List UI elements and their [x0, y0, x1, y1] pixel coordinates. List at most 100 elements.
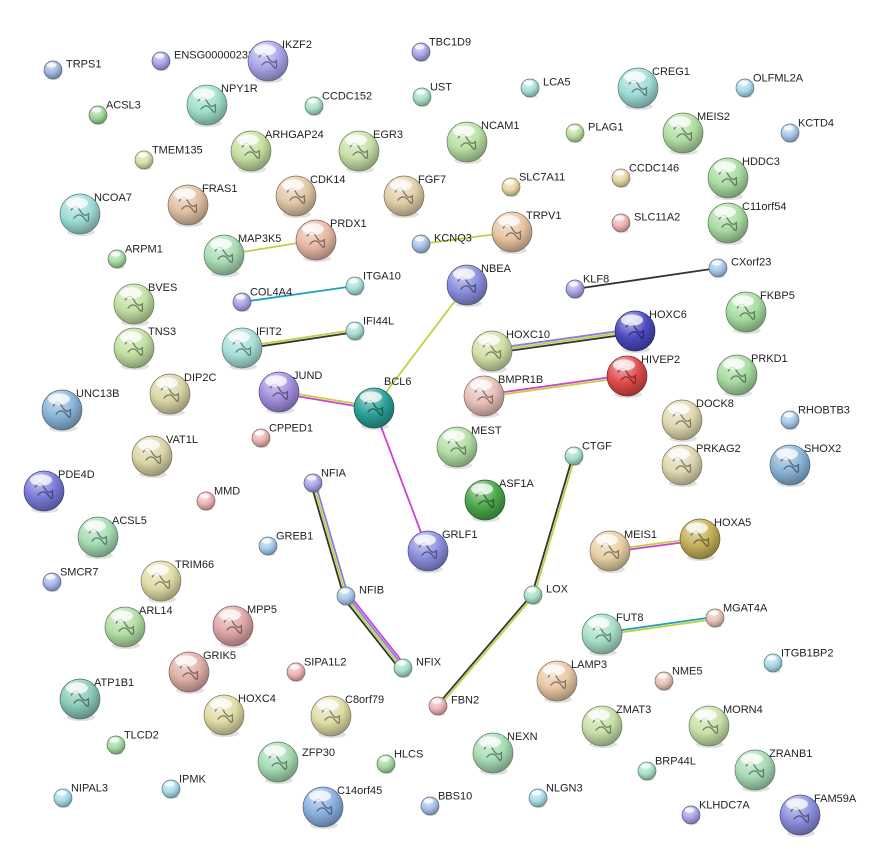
- node-FUT8[interactable]: FUT8: [581, 612, 644, 657]
- node-ITGA10[interactable]: ITGA10: [345, 271, 401, 296]
- node-NIPAL3[interactable]: NIPAL3: [53, 783, 108, 808]
- node-C8orf79[interactable]: C8orf79: [310, 694, 384, 739]
- node-SIPA1L2[interactable]: SIPA1L2: [286, 657, 347, 682]
- node-HOXC6[interactable]: HOXC6: [614, 309, 687, 353]
- node-C11orf54[interactable]: C11orf54: [707, 201, 786, 245]
- node-BBS10[interactable]: BBS10: [420, 791, 472, 816]
- node-UNC13B[interactable]: UNC13B: [41, 388, 119, 432]
- node-TLCD2[interactable]: TLCD2: [106, 730, 159, 755]
- node-KLHDC7A[interactable]: KLHDC7A: [681, 800, 750, 825]
- node-GRIK5[interactable]: GRIK5: [168, 650, 236, 695]
- node-MGAT4A[interactable]: MGAT4A: [705, 603, 768, 628]
- node-HDDC3[interactable]: HDDC3: [707, 156, 780, 200]
- edge-LOX-FBN2[interactable]: [436, 593, 535, 708]
- node-CCDC146[interactable]: CCDC146: [611, 163, 679, 188]
- node-FGF7[interactable]: FGF7: [383, 174, 446, 218]
- node-IFI44L[interactable]: IFI44L: [345, 316, 394, 341]
- node-CCDC152[interactable]: CCDC152: [304, 91, 372, 116]
- edge-BMPR1B-HIVEP2[interactable]: [482, 374, 629, 398]
- node-IFIT2[interactable]: IFIT2: [221, 326, 282, 370]
- node-DOCK8[interactable]: DOCK8: [661, 398, 734, 442]
- edge-NBEA-BCL6[interactable]: [373, 284, 468, 409]
- edge-KLF8-CXorf23[interactable]: [574, 267, 719, 290]
- node-NCAM1[interactable]: NCAM1: [446, 120, 520, 164]
- node-CREG1[interactable]: CREG1: [617, 66, 690, 110]
- node-NLGN3[interactable]: NLGN3: [528, 783, 583, 808]
- node-ARPM1[interactable]: ARPM1: [107, 244, 163, 269]
- node-PRKAG2[interactable]: PRKAG2: [661, 443, 741, 487]
- node-HOXC4[interactable]: HOXC4: [203, 693, 276, 738]
- node-NFIB[interactable]: NFIB: [336, 584, 384, 606]
- node-HLCS[interactable]: HLCS: [376, 749, 423, 774]
- node-LCA5[interactable]: LCA5: [520, 76, 571, 98]
- node-ENSG00000233297[interactable]: ENSG00000233297: [151, 49, 272, 71]
- node-CXorf23[interactable]: CXorf23: [708, 256, 771, 278]
- node-COL4A4[interactable]: COL4A4: [232, 287, 292, 312]
- node-UST[interactable]: UST: [412, 82, 452, 107]
- node-HIVEP2[interactable]: HIVEP2: [606, 354, 680, 398]
- node-JUND[interactable]: JUND: [258, 370, 322, 414]
- edge-BCL6-GRLF1[interactable]: [373, 407, 429, 552]
- node-C14orf45[interactable]: C14orf45: [302, 785, 382, 830]
- edge-HOXC10-HOXC6[interactable]: [490, 327, 637, 355]
- node-TMEM135[interactable]: TMEM135: [134, 145, 203, 170]
- node-CTGF[interactable]: CTGF: [564, 441, 612, 466]
- node-RHOBTB3[interactable]: RHOBTB3: [780, 405, 850, 430]
- node-IPMK[interactable]: IPMK: [161, 774, 207, 799]
- node-TBC1D9[interactable]: TBC1D9: [411, 37, 471, 62]
- node-ZFP30[interactable]: ZFP30: [257, 741, 335, 785]
- node-ITGB1BP2[interactable]: ITGB1BP2: [763, 648, 834, 673]
- node-NEXN[interactable]: NEXN: [472, 731, 538, 776]
- node-KLF8[interactable]: KLF8: [565, 274, 609, 299]
- edge-CTGF-LOX[interactable]: [531, 454, 576, 597]
- node-NME5[interactable]: NME5: [654, 666, 703, 691]
- node-ZMAT3[interactable]: ZMAT3: [581, 704, 651, 749]
- node-SHOX2[interactable]: SHOX2: [769, 443, 841, 487]
- edge-COL4A4-ITGA10[interactable]: [241, 285, 356, 303]
- node-TRIM66[interactable]: TRIM66: [140, 559, 214, 604]
- node-KCTD4[interactable]: KCTD4: [780, 118, 834, 143]
- node-FAM59A[interactable]: FAM59A: [779, 793, 857, 838]
- node-NCOA7[interactable]: NCOA7: [59, 192, 132, 236]
- node-ACSL5[interactable]: ACSL5: [77, 515, 147, 560]
- node-HOXA5[interactable]: HOXA5: [679, 517, 751, 562]
- node-BCL6[interactable]: BCL6: [353, 376, 412, 430]
- node-SMCR7[interactable]: SMCR7: [42, 567, 98, 592]
- node-BVES[interactable]: BVES: [113, 282, 177, 326]
- node-PDE4D[interactable]: PDE4D: [23, 469, 95, 513]
- node-ARL14[interactable]: ARL14: [104, 605, 173, 650]
- node-MAP3K5[interactable]: MAP3K5: [203, 233, 281, 277]
- node-DIP2C[interactable]: DIP2C: [149, 372, 216, 416]
- node-FBN2[interactable]: FBN2: [428, 694, 479, 716]
- node-FRAS1[interactable]: FRAS1: [167, 183, 237, 227]
- node-PLAG1[interactable]: PLAG1: [565, 121, 623, 143]
- edge-NFIB-NFIX[interactable]: [342, 593, 407, 671]
- node-CDK14[interactable]: CDK14: [275, 174, 345, 218]
- node-HOXC10[interactable]: HOXC10: [471, 329, 550, 373]
- node-NFIX[interactable]: NFIX: [393, 656, 442, 678]
- node-TNS3[interactable]: TNS3: [113, 326, 176, 370]
- node-MPP5[interactable]: MPP5: [212, 604, 277, 649]
- node-OLFML2A[interactable]: OLFML2A: [735, 73, 804, 98]
- node-ASF1A[interactable]: ASF1A: [464, 478, 535, 523]
- node-NPY1R[interactable]: NPY1R: [186, 83, 258, 127]
- node-SLC11A2[interactable]: SLC11A2: [611, 211, 680, 233]
- node-LAMP3[interactable]: LAMP3: [536, 659, 607, 704]
- node-KCNQ3[interactable]: KCNQ3: [411, 232, 472, 254]
- node-LOX[interactable]: LOX: [523, 583, 569, 605]
- node-VAT1L[interactable]: VAT1L: [131, 434, 198, 478]
- node-MEIS1[interactable]: MEIS1: [589, 529, 657, 574]
- node-BMPR1B[interactable]: BMPR1B: [463, 374, 543, 418]
- node-MEIS2[interactable]: MEIS2: [662, 111, 730, 155]
- node-CPPED1[interactable]: CPPED1: [251, 423, 313, 448]
- node-SLC7A11[interactable]: SLC7A11: [501, 172, 565, 197]
- node-EGR3[interactable]: EGR3: [338, 129, 403, 173]
- node-GREB1[interactable]: GREB1: [258, 531, 313, 556]
- node-NFIA[interactable]: NFIA: [303, 468, 347, 493]
- node-MMD[interactable]: MMD: [196, 486, 240, 511]
- node-MEST[interactable]: MEST: [436, 425, 502, 469]
- edge-NFIA-NFIB[interactable]: [309, 481, 350, 598]
- node-GRLF1[interactable]: GRLF1: [407, 529, 477, 574]
- node-BRP44L[interactable]: BRP44L: [637, 756, 696, 781]
- node-FKBP5[interactable]: FKBP5: [725, 290, 795, 334]
